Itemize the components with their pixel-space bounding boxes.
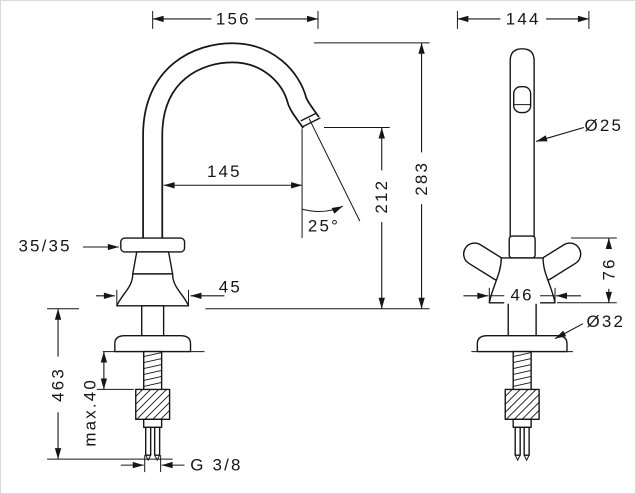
dim-body-width-label: 46 bbox=[511, 285, 534, 304]
dim-outlet-angle-label: 25° bbox=[308, 217, 340, 236]
dim-spout-reach-overall-label: 156 bbox=[216, 9, 251, 28]
dim-supply-thread-label: G 3/8 bbox=[190, 456, 242, 475]
aerator-window bbox=[513, 85, 532, 114]
dim-handle-zone-height-label: 76 bbox=[599, 257, 618, 280]
handle-top-plate bbox=[120, 237, 186, 253]
front-view: 156 145 283 212 25° 35/35 45 463 max.40 … bbox=[18, 9, 432, 475]
supply-pipe-left bbox=[145, 426, 152, 456]
angle-arc bbox=[301, 205, 344, 214]
leader-dia32 bbox=[554, 323, 584, 340]
underdeck-assembly bbox=[135, 350, 171, 462]
label-bg bbox=[500, 9, 547, 28]
spout-tube-fill bbox=[143, 44, 319, 255]
dim-handle-width-label: 35/35 bbox=[18, 237, 71, 256]
side-body-stem bbox=[507, 302, 537, 337]
spout-column bbox=[509, 48, 535, 243]
dim-base-width-label: 45 bbox=[219, 277, 242, 296]
nut-hatch bbox=[135, 389, 170, 420]
dim-overall-height-label: 283 bbox=[412, 161, 431, 196]
mounting-washer bbox=[114, 334, 192, 353]
shank-collar bbox=[143, 418, 163, 428]
cartridge-cap bbox=[508, 235, 536, 259]
leader-dia25 bbox=[535, 126, 585, 142]
label-bg bbox=[504, 286, 541, 304]
dim-outlet-height-label: 212 bbox=[372, 179, 391, 214]
supply-pipe-tips bbox=[145, 454, 161, 462]
side-mounting-washer bbox=[476, 334, 568, 353]
label-bg bbox=[211, 9, 256, 28]
handle-knob bbox=[132, 251, 174, 275]
body-stem bbox=[141, 305, 165, 337]
side-underdeck-assembly bbox=[504, 350, 540, 461]
dim-spout-reach-label: 145 bbox=[207, 162, 242, 181]
body-bell bbox=[116, 273, 190, 307]
label-bg bbox=[411, 152, 432, 205]
dim-max-deck-thickness-label: max.40 bbox=[80, 378, 99, 447]
label-bg bbox=[48, 356, 69, 413]
dim-shank-diameter-label: Ø32 bbox=[587, 312, 626, 331]
label-bg bbox=[371, 170, 392, 223]
dim-overall-depth-label: 144 bbox=[506, 9, 541, 28]
side-view: 144 Ø25 46 76 Ø32 bbox=[456, 9, 626, 461]
supply-pipe-right bbox=[153, 426, 161, 456]
dim-spout-diameter-label: Ø25 bbox=[585, 116, 624, 135]
outlet-axis-line bbox=[308, 118, 361, 222]
label-bg bbox=[598, 248, 619, 289]
shank-thread-hatch bbox=[143, 352, 162, 387]
dim-depth-with-hoses-label: 463 bbox=[49, 367, 68, 402]
